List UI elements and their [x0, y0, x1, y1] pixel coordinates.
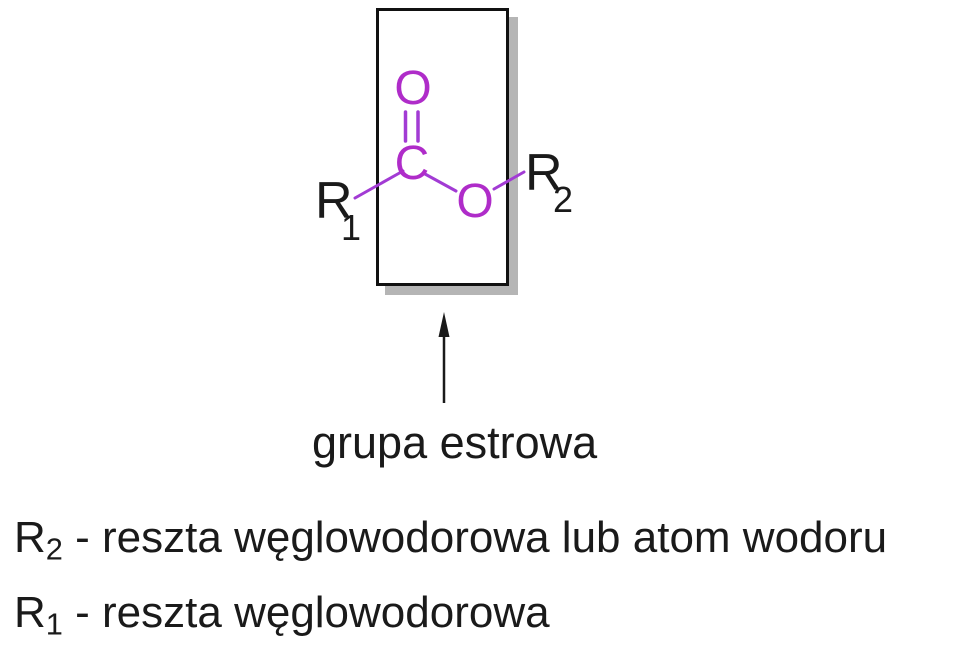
legend-r2-symbol: R — [14, 513, 46, 562]
legend-r1-text: - reszta węglowodorowa — [62, 588, 550, 638]
legend-r2-subscript: 2 — [45, 531, 63, 567]
ester-group-box — [376, 8, 509, 286]
legend-r1-line: R1 - reszta węglowodorowa — [14, 587, 887, 643]
up-arrow-icon — [438, 312, 450, 403]
legend-r1-symbol: R — [14, 588, 46, 638]
r1-substituent-subscript: 1 — [341, 207, 361, 248]
r2-substituent-subscript: 2 — [553, 179, 573, 220]
bond-oxygen-r2 — [492, 170, 526, 191]
r1-substituent-label: R — [315, 172, 353, 230]
group-label: grupa estrowa — [312, 417, 598, 468]
r2-substituent-label: R — [525, 144, 563, 202]
legend-r2-text: - reszta węglowodorowa lub atom wodoru — [62, 513, 888, 562]
arrow-head — [438, 312, 450, 337]
legend-r1-subscript: 1 — [45, 606, 63, 642]
bond-carbon-r1 — [353, 169, 405, 200]
legend: R2 - reszta węglowodorowa lub atom wodor… — [14, 512, 887, 644]
bond-carbon-oxygen — [423, 172, 458, 193]
carbonyl-carbon-atom: C — [395, 137, 430, 190]
ester-oxygen-atom: O — [456, 175, 493, 228]
legend-r2-line: R2 - reszta węglowodorowa lub atom wodor… — [14, 512, 887, 568]
ester-structure-drawing: O C O R 1 R 2 — [315, 62, 573, 248]
carbonyl-oxygen-atom: O — [394, 62, 431, 115]
